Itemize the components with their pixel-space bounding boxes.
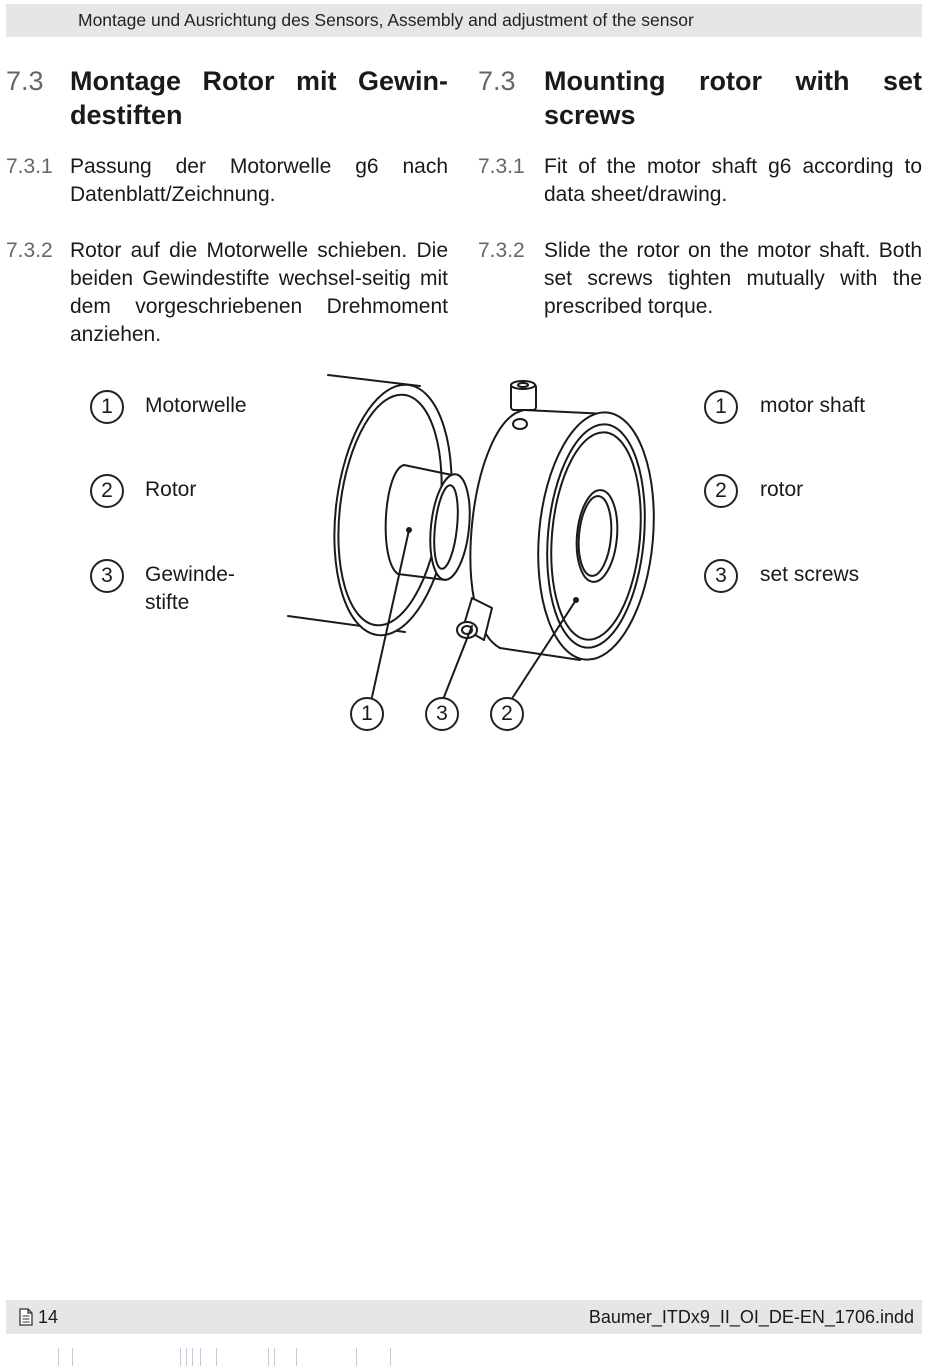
legend-en-3-label: set screws	[760, 563, 860, 586]
de-sub1-text: Passung der Motorwelle g6 nach Datenblat…	[70, 155, 448, 206]
legend-en-2-label: rotor	[760, 478, 804, 501]
motor-shaft	[384, 464, 471, 581]
legend-en-3-badge: 3	[704, 559, 738, 593]
rotor-mounting-drawing	[287, 374, 655, 698]
page-number: 14	[38, 1307, 59, 1327]
de-sub2-number: 7.3.2	[6, 239, 53, 262]
en-sub2-text: Slide the rotor on the motor shaft. Both…	[544, 239, 922, 318]
legend-de-3-label-line1: Gewinde-	[145, 563, 235, 586]
en-section-title-line2: screws	[544, 100, 636, 130]
en-sub1-number: 7.3.1	[478, 155, 525, 178]
page-number-group: 14	[18, 1300, 58, 1334]
legend-de-1-badge: 1	[90, 390, 124, 424]
document-icon	[19, 1308, 33, 1326]
en-sub1-text: Fit of the motor shaft g6 according to d…	[544, 155, 922, 206]
figure-callout-2: 2	[490, 697, 524, 731]
legend-en-1-badge: 1	[704, 390, 738, 424]
legend-de-1-label: Motorwelle	[145, 394, 247, 417]
en-section-number: 7.3	[478, 66, 516, 96]
en-sub2-number: 7.3.2	[478, 239, 525, 262]
legend-en-1-label: motor shaft	[760, 394, 866, 417]
de-sub1-number: 7.3.1	[6, 155, 53, 178]
legend-de-2-badge: 2	[90, 474, 124, 508]
footer-filename: Baumer_ITDx9_II_OI_DE-EN_1706.indd	[588, 1307, 914, 1327]
print-registration-marks	[0, 1344, 950, 1368]
de-section-number: 7.3	[6, 66, 44, 96]
legend-de-3-label-line2: stifte	[145, 591, 190, 614]
figure-callout-1: 1	[350, 697, 384, 731]
page-header: Montage und Ausrichtung des Sensors, Ass…	[6, 4, 922, 37]
en-section-title-line1: Mounting rotor with set	[544, 66, 922, 96]
de-section-title-line1: Montage Rotor mit Gewin-	[70, 66, 448, 96]
page-footer: 14 Baumer_ITDx9_II_OI_DE-EN_1706.indd	[6, 1300, 922, 1334]
legend-de-3-badge: 3	[90, 559, 124, 593]
rotor	[469, 409, 655, 661]
figure-callout-3: 3	[425, 697, 459, 731]
motor-housing	[287, 374, 453, 637]
de-sub2-text: Rotor auf die Motorwelle schieben. Die b…	[70, 239, 448, 346]
legend-en-2-badge: 2	[704, 474, 738, 508]
set-screw-top	[510, 380, 537, 411]
legend-de-2-label: Rotor	[145, 478, 197, 501]
de-section-title-line2: destiften	[70, 100, 183, 130]
